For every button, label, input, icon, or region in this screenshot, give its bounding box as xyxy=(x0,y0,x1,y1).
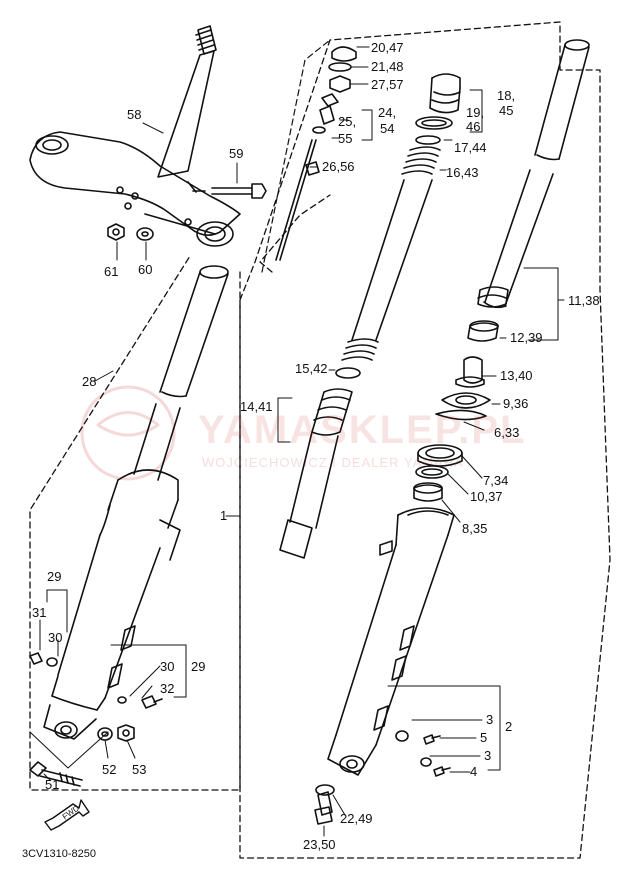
label-27-57: 27,57 xyxy=(371,77,404,92)
label-25: 25, xyxy=(338,114,357,129)
washer-10 xyxy=(415,465,449,479)
label-52: 52 xyxy=(102,762,117,777)
label-32: 32 xyxy=(160,681,175,696)
drain-bolt-22-23 xyxy=(314,784,335,825)
label-19: 19, xyxy=(466,105,485,120)
label-10-37: 10,37 xyxy=(470,489,503,504)
nut-27 xyxy=(329,75,351,93)
label-54: 54 xyxy=(380,121,395,136)
label-20-47: 20,47 xyxy=(371,40,404,55)
label-23-50: 23,50 xyxy=(303,837,336,852)
steering-stem-58 xyxy=(157,25,217,193)
nut-61 xyxy=(107,223,125,241)
label-22-49: 22,49 xyxy=(340,811,373,826)
bolt-59 xyxy=(192,183,267,199)
leaders-center-top xyxy=(309,46,373,168)
label-15-42: 15,42 xyxy=(295,361,328,376)
label-53: 53 xyxy=(132,762,147,777)
label-26-56: 26,56 xyxy=(322,159,355,174)
label-45: 45 xyxy=(499,103,514,118)
label-7-34: 7,34 xyxy=(483,473,509,488)
ring-19 xyxy=(415,116,453,130)
label-29-upper: 29 xyxy=(47,569,62,584)
label-30-lower: 30 xyxy=(160,659,175,674)
left-outer-tube xyxy=(43,469,181,740)
leaders-center-mid xyxy=(277,89,483,443)
label-9-36: 9,36 xyxy=(503,396,529,411)
label-5: 5 xyxy=(480,730,488,745)
spring-seat-18 xyxy=(429,73,461,114)
label-58: 58 xyxy=(127,107,142,122)
spring-16 xyxy=(341,146,441,361)
label-59: 59 xyxy=(229,146,244,161)
label-28: 28 xyxy=(82,374,97,389)
label-51: 51 xyxy=(45,777,60,792)
label-11-38: 11,38 xyxy=(568,293,600,308)
label-60: 60 xyxy=(138,262,153,277)
label-1: 1 xyxy=(220,508,228,523)
left-inner-tube xyxy=(133,265,229,481)
label-46: 46 xyxy=(466,119,481,134)
label-6-33: 6,33 xyxy=(494,425,520,440)
leaders-left xyxy=(29,122,187,781)
label-61: 61 xyxy=(104,264,119,279)
plug-3-5 xyxy=(395,730,451,777)
washer-60 xyxy=(136,227,154,241)
o-ring-21 xyxy=(328,62,352,72)
axle-bolt-51 xyxy=(29,761,83,787)
label-17-44: 17,44 xyxy=(454,140,487,155)
spring-clip-6 xyxy=(435,409,487,421)
watermark-tagline: WOJCIECHOWICZ I DEALER YAMAHA xyxy=(202,455,464,470)
label-14-41: 14,41 xyxy=(240,399,273,414)
ring-15 xyxy=(335,367,361,379)
under-bracket xyxy=(29,131,241,247)
left-assembly-boundary xyxy=(29,194,331,791)
label-31: 31 xyxy=(32,605,47,620)
label-12-39: 12,39 xyxy=(510,330,543,345)
label-8-35: 8,35 xyxy=(462,521,488,536)
label-21-48: 21,48 xyxy=(371,59,404,74)
label-16-43: 16,43 xyxy=(446,165,479,180)
cap-bolt-20 xyxy=(331,46,357,62)
watermark-brand: YAMASKLEP.PL xyxy=(198,408,527,452)
label-29-lower: 29 xyxy=(191,659,206,674)
nut-53 xyxy=(117,724,135,742)
bushing-11 xyxy=(477,286,509,308)
washer-9 xyxy=(441,392,491,409)
label-13-40: 13,40 xyxy=(500,368,533,383)
seal-13 xyxy=(455,356,485,388)
damper-group-boundary xyxy=(261,39,331,273)
label-24: 24, xyxy=(378,105,397,120)
right-assembly-boundary xyxy=(239,21,611,859)
label-18: 18, xyxy=(497,88,516,103)
washer-52 xyxy=(97,727,113,741)
right-inner-tube xyxy=(483,39,590,309)
label-4: 4 xyxy=(470,764,478,779)
label-3-lower: 3 xyxy=(484,748,492,763)
spacer-17 xyxy=(415,135,441,145)
label-2: 2 xyxy=(505,719,513,734)
piston-14 xyxy=(279,388,353,559)
damper-rod-parts xyxy=(275,93,339,261)
label-30-upper: 30 xyxy=(48,630,63,645)
diagram-code: 3CV1310-8250 xyxy=(22,848,97,860)
bushing-8 xyxy=(413,482,443,502)
right-outer-tube xyxy=(327,507,455,776)
leaders-right xyxy=(229,267,565,837)
watermark-logo xyxy=(80,385,176,481)
label-55: 55 xyxy=(338,131,353,146)
label-3-upper: 3 xyxy=(486,712,494,727)
bolt-31-30 xyxy=(29,652,58,667)
fwd-arrow xyxy=(44,799,90,831)
bushing-12 xyxy=(467,320,499,342)
bolt-32 xyxy=(117,695,163,709)
